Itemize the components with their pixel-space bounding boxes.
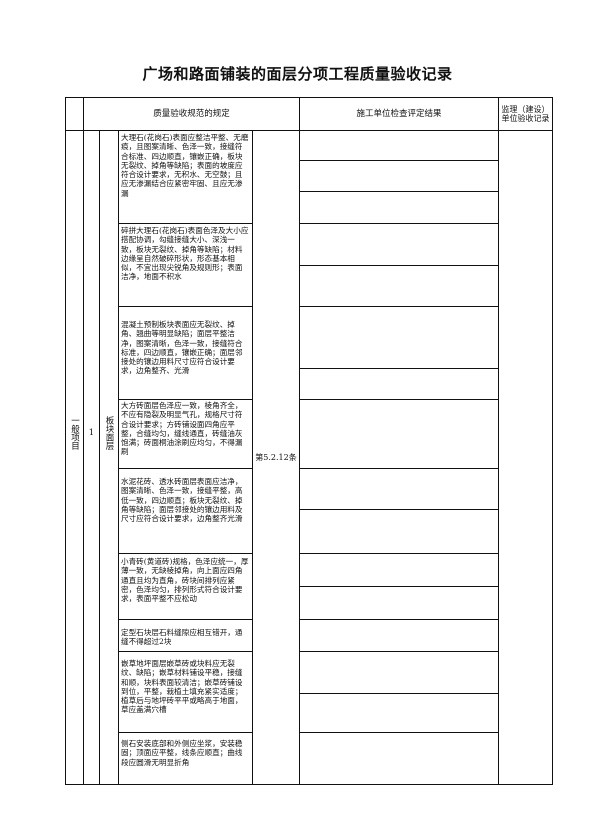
requirement-curb-stone: 侧石安装底部和外侧应坐浆，安装稳固；顶面应平整，线条应顺直；曲线段应圆滑无明显折…: [121, 739, 243, 767]
result-line: [299, 306, 498, 307]
row-line: [118, 619, 252, 620]
col-line: [299, 98, 300, 784]
result-line: [299, 586, 498, 587]
header-divider: [66, 130, 552, 131]
col-line: [252, 130, 253, 784]
row-line: [118, 553, 252, 554]
requirement-concrete-block: 混凝土预制板块表面应无裂纹、掉角、翘曲等明显缺陷；面层平整洁净，图案清晰，色泽一…: [121, 320, 243, 376]
header-supervisor: 监理（建设）单位验收记录: [501, 105, 550, 123]
result-line: [299, 368, 498, 369]
clause-ref: 第5.2.12条: [255, 453, 297, 462]
item-number: 1: [88, 428, 95, 438]
requirement-marble: 大理石(花岗石)表面应整洁平整、无磨痕，且图案清晰、色泽一致，接缝符合标准、四边…: [121, 133, 249, 198]
requirement-crazy-paving: 碎拼大理石(花岗石)表面色泽及大小应搭配协调，勾缝接缝大小、深浅一致，板块无裂纹…: [121, 226, 249, 282]
inspection-table: 质量验收规范的规定 施工单位检查评定结果 监理（建设）单位验收记录 一般项目 1…: [65, 97, 553, 785]
result-line: [299, 191, 498, 192]
col-line: [118, 130, 119, 784]
result-line: [299, 693, 498, 694]
requirement-square-brick: 大方砖面层色泽应一致，棱角齐全，不应有隐裂及明显气孔，规格尺寸符合设计要求；方砖…: [121, 401, 243, 457]
result-line: [299, 399, 498, 400]
row-line: [118, 651, 252, 652]
row-line: [118, 306, 252, 307]
result-line: [299, 509, 498, 510]
result-line: [299, 732, 498, 733]
header-result: 施工单位检查评定结果: [356, 109, 442, 119]
category-label: 一般项目: [69, 416, 80, 450]
result-line: [299, 619, 498, 620]
requirement-blue-brick: 小青砖(黄道砖)规格，色泽应统一，厚薄一致，无缺棱掉角，向上面应四角通直且均为直…: [121, 557, 249, 604]
col-line: [99, 130, 100, 784]
requirement-cement-tile: 水泥花砖、透水砖面层表面应洁净，图案清晰、色泽一致，接缝平整，高低一致，四边顺直…: [121, 477, 243, 524]
result-line: [299, 553, 498, 554]
col-line: [83, 98, 84, 784]
col-line: [498, 98, 499, 784]
header-spec: 质量验收规范的规定: [153, 109, 230, 119]
result-line: [299, 265, 498, 266]
requirement-grass-paver: 嵌草地坪面层嵌草砖或块料应无裂纹、缺陷；嵌草材料铺设平稳，接缝和顺，块料表面较清…: [121, 659, 243, 715]
page-title: 广场和路面铺装的面层分项工程质量验收记录: [142, 65, 453, 83]
row-line: [118, 468, 252, 469]
result-line: [299, 468, 498, 469]
result-line: [299, 160, 498, 161]
requirement-stone-block: 定型石块层石料缝隙应相互错开，通缝不得超过2块: [121, 628, 243, 647]
result-line: [299, 223, 498, 224]
row-line: [118, 732, 252, 733]
result-line: [299, 651, 498, 652]
row-line: [118, 223, 252, 224]
item-name: 板块面层: [104, 416, 114, 450]
row-line: [118, 399, 252, 400]
